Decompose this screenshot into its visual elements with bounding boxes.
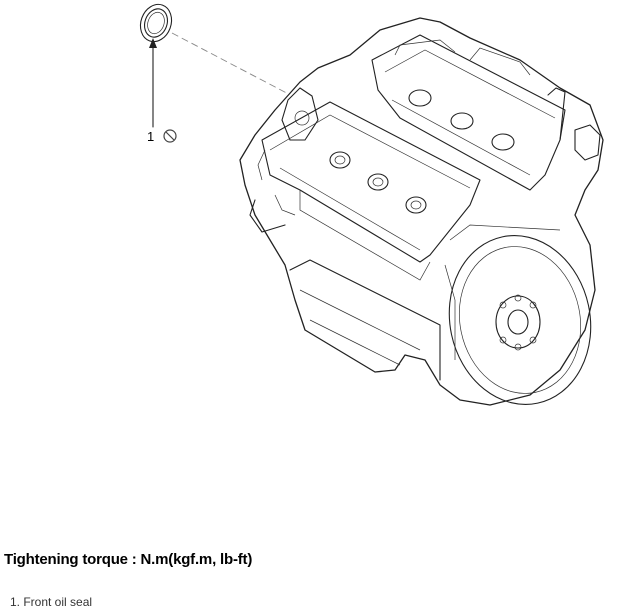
engine-exploded-diagram: 1 [139, 3, 604, 406]
do-not-reuse-symbol-icon [163, 129, 177, 143]
alignment-dashed-line [171, 32, 301, 101]
tightening-torque-heading: Tightening torque : N.m(kgf.m, lb-ft) [4, 551, 253, 568]
leader-arrow [149, 38, 157, 128]
callout-number: 1 [147, 129, 154, 144]
front-oil-seal-icon [139, 3, 173, 43]
legend-item: 1. Front oil seal [10, 595, 93, 609]
parts-legend: 1. Front oil seal [10, 595, 92, 609]
engine-assembly-icon [239, 17, 604, 406]
